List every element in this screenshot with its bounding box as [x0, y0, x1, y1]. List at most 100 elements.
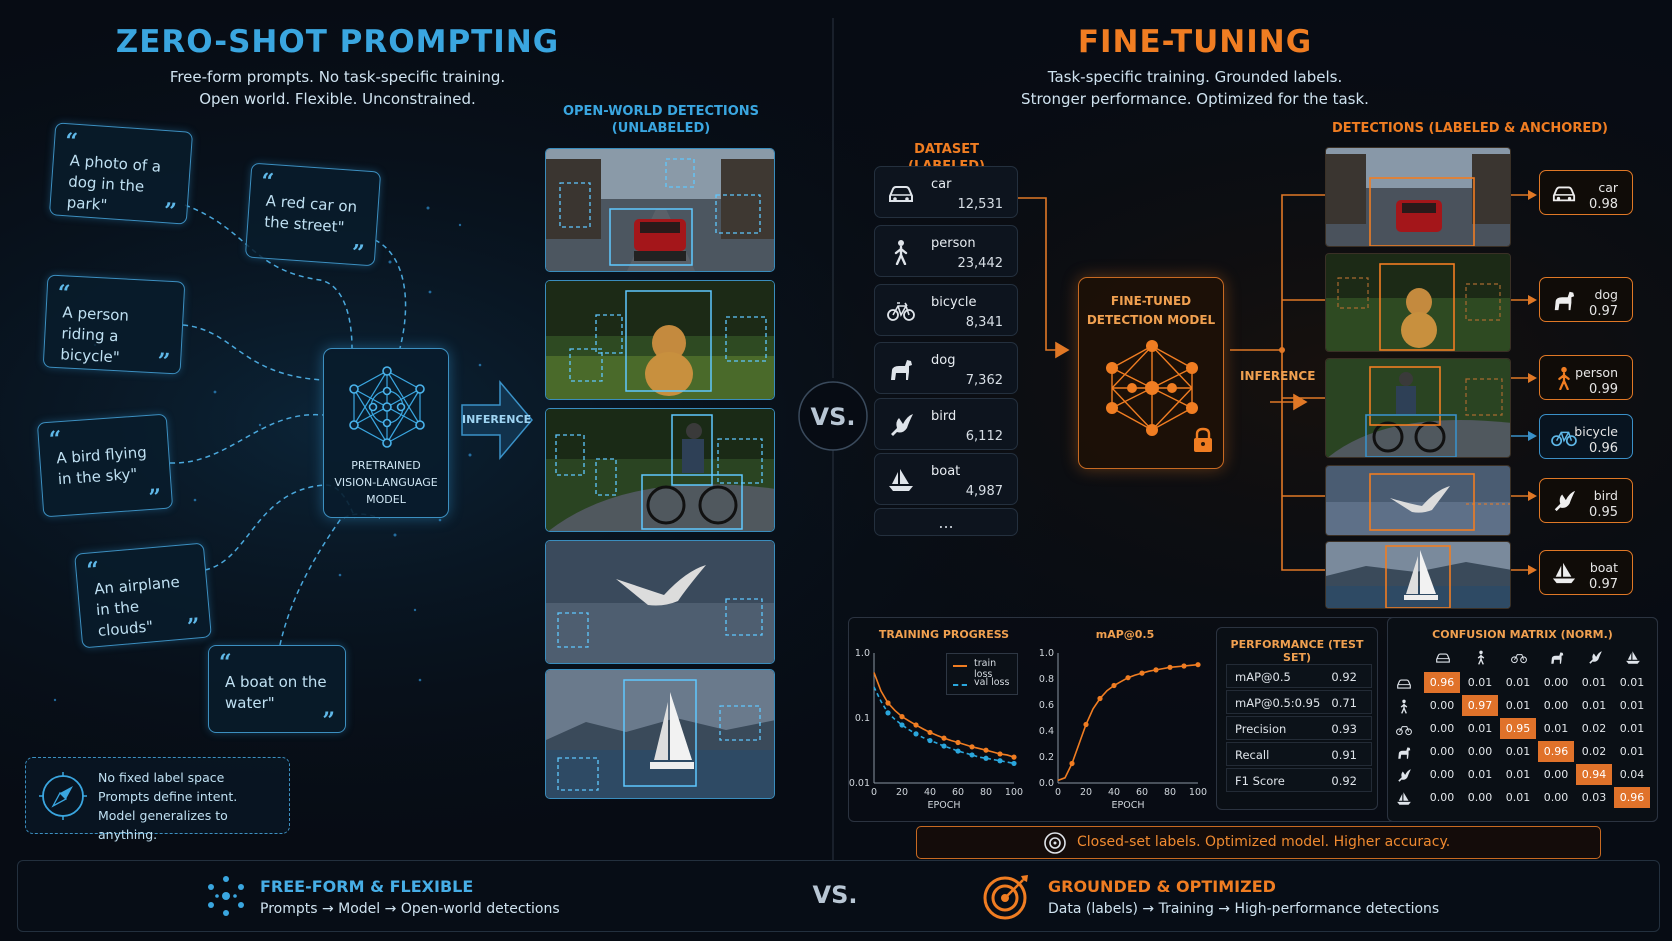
confusion-cell: 0.01 [1619, 745, 1645, 758]
dog-icon [1554, 291, 1575, 311]
confusion-cell: 0.01 [1505, 676, 1531, 689]
open-quote-icon: “ [85, 556, 101, 584]
confusion-cell: 0.00 [1467, 791, 1493, 804]
labeled-image-dog [1325, 253, 1511, 352]
confusion-cell: 0.97 [1462, 695, 1498, 716]
prompt-person-bicycle: “ A person riding a bicycle" ” [42, 274, 186, 375]
dog-icon [1549, 650, 1565, 665]
dataset-count: 8,341 [965, 315, 1003, 330]
model-label-2: VISION-LANGUAGE [334, 476, 438, 489]
dataset-label: bicycle [931, 295, 977, 310]
series-line [1057, 663, 1199, 782]
y-tick-label: 0.6 [1039, 700, 1054, 711]
perf-metric: mAP@0.5:0.95 [1235, 696, 1321, 710]
data-point [1011, 760, 1017, 767]
confusion-cell: 0.01 [1467, 722, 1493, 735]
car-icon [1396, 676, 1412, 691]
series-line [873, 686, 1015, 765]
data-point [1125, 675, 1131, 681]
x-axis-label: EPOCH [928, 800, 961, 811]
bicycle-icon [887, 302, 915, 321]
data-point [1083, 721, 1089, 728]
confusion-cell: 0.01 [1505, 768, 1531, 781]
dataset-label: person [931, 236, 976, 251]
data-point [955, 748, 961, 754]
neural-network-icon [349, 366, 425, 448]
perf-row: Recall 0.91 [1226, 742, 1372, 766]
pretrained-vlm-box: PRETRAINED VISION-LANGUAGE MODEL [323, 348, 449, 518]
data-point [955, 739, 961, 746]
network-cluster-icon [208, 876, 244, 916]
confusion-cell: 0.96 [1538, 741, 1574, 762]
x-tick-label: 80 [980, 787, 992, 798]
detection-label: boat [1589, 560, 1618, 575]
confusion-cell: 0.01 [1619, 676, 1645, 689]
confusion-cell: 0.00 [1543, 768, 1569, 781]
confusion-cell: 0.01 [1505, 699, 1531, 712]
dog-icon [891, 360, 912, 380]
close-quote-icon: ” [186, 613, 202, 641]
y-tick-label: 0.1 [855, 713, 870, 724]
closed-set-banner: Closed-set labels. Optimized model. High… [916, 826, 1601, 859]
data-point [1011, 754, 1017, 760]
confusion-cell: 0.00 [1543, 699, 1569, 712]
ft-model-label-2: DETECTION MODEL [1086, 313, 1216, 327]
confusion-cell: 0.01 [1543, 722, 1569, 735]
fine-tuning-title: FINE-TUNING [1077, 24, 1313, 60]
dataset-row-boat: boat 4,987 [874, 453, 1018, 505]
target-arrow-icon [983, 875, 1028, 920]
perf-metric: Recall [1235, 748, 1270, 762]
open-world-title-1: OPEN-WORLD DETECTIONS [562, 104, 760, 119]
inference-label-left: INFERENCE [462, 413, 532, 426]
confusion-cell: 0.02 [1581, 745, 1607, 758]
footer-bar [17, 860, 1660, 932]
data-point [885, 700, 891, 706]
y-tick-label: 0.0 [1039, 778, 1054, 789]
dataset-count: 6,112 [965, 429, 1003, 444]
confusion-title: CONFUSION MATRIX (NORM.) [1432, 628, 1613, 641]
person-icon [1396, 699, 1412, 714]
detection-score: 0.97 [1589, 304, 1618, 319]
data-point [969, 744, 975, 750]
close-quote-icon: ” [350, 239, 366, 267]
boat-icon [1625, 650, 1641, 665]
perf-metric: F1 Score [1235, 774, 1285, 788]
y-tick-label: 1.0 [1039, 648, 1054, 659]
confusion-cell: 0.00 [1429, 699, 1455, 712]
x-axis-label: EPOCH [1112, 800, 1145, 811]
close-quote-icon: ” [162, 198, 178, 225]
target-icon [1044, 832, 1066, 854]
confusion-cell: 0.04 [1619, 768, 1645, 781]
dataset-label: car [931, 177, 952, 192]
vs-label: VS. [810, 403, 856, 431]
detection-score: 0.98 [1589, 197, 1618, 212]
data-point [1167, 664, 1173, 670]
open-quote-icon: “ [48, 425, 63, 453]
close-quote-icon: ” [322, 708, 335, 734]
lock-icon [1194, 427, 1212, 452]
confusion-cell: 0.01 [1581, 676, 1607, 689]
labeled-image-bicycle [1325, 358, 1511, 458]
footer-vs: VS. [812, 881, 858, 909]
perf-metric: Precision [1235, 722, 1287, 736]
perf-value: 0.91 [1331, 748, 1357, 762]
confusion-cell: 0.00 [1429, 722, 1455, 735]
x-tick-label: 100 [1189, 787, 1207, 798]
note-line-1: No fixed label space [98, 770, 225, 785]
dataset-label: bird [931, 409, 957, 424]
open-quote-icon: “ [56, 280, 71, 307]
legend-train-loss: train loss [974, 658, 997, 680]
prompt-text: A red car on the street" [263, 191, 358, 237]
detection-score: 0.95 [1589, 505, 1618, 520]
x-tick-label: 0 [1055, 787, 1061, 798]
data-point [941, 735, 947, 741]
zero-shot-subtitle-2: Open world. Flexible. Unconstrained. [199, 90, 476, 108]
boat-icon [1396, 791, 1412, 806]
prompt-text: A bird flying in the sky" [55, 443, 148, 489]
confusion-cell: 0.95 [1500, 718, 1536, 739]
labeled-image-car [1325, 147, 1511, 247]
detection-bird: bird 0.95 [1539, 478, 1633, 523]
map-chart-title: mAP@0.5 [1095, 628, 1155, 641]
detection-car: car 0.98 [1539, 170, 1633, 215]
